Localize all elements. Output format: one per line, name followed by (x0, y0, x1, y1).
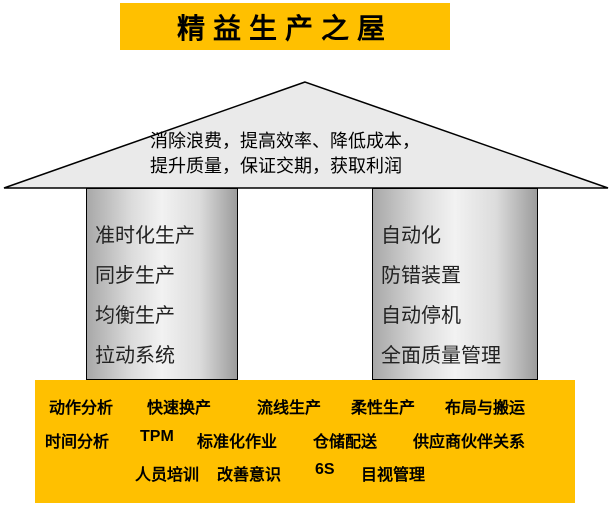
pillar-item: 均衡生产 (95, 303, 175, 327)
pillar-jidoka: 自动化 防错装置 自动停机 全面质量管理 (372, 188, 538, 380)
foundation-item: 供应商伙伴关系 (413, 432, 526, 451)
title-banner: 精益生产之屋 (120, 3, 450, 50)
foundation-item: 柔性生产 (351, 398, 416, 417)
foundation-item: 动作分析 (49, 398, 114, 417)
pillar-item: 自动停机 (381, 303, 461, 327)
foundation-item: 布局与搬运 (445, 398, 526, 417)
pillar-item: 自动化 (381, 223, 441, 247)
foundation-item: 仓储配送 (313, 432, 378, 451)
pillar-item: 全面质量管理 (381, 343, 501, 367)
roof-triangle (3, 81, 609, 189)
foundation-item: 快速换产 (147, 398, 212, 417)
pillar-item: 同步生产 (95, 263, 175, 287)
foundation-item: 目视管理 (361, 465, 426, 484)
roof-goal-line-1: 消除浪费，提高效率、降低成本， (150, 131, 420, 152)
foundation-item: 流线生产 (257, 398, 322, 417)
pillar-jit: 准时化生产 同步生产 均衡生产 拉动系统 (86, 188, 238, 380)
pillar-item: 拉动系统 (95, 343, 175, 367)
foundation-item: 标准化作业 (197, 432, 278, 451)
foundation-item: 人员培训 (135, 465, 200, 484)
foundation-block: 动作分析 快速换产 流线生产 柔性生产 布局与搬运 时间分析 TPM 标准化作业… (35, 380, 575, 503)
pillar-item: 防错装置 (381, 263, 461, 287)
foundation-item: 改善意识 (217, 465, 282, 484)
roof-goal-line-2: 提升质量，保证交期，获取利润 (150, 156, 402, 177)
diagram-title: 精益生产之屋 (176, 11, 393, 45)
roof-goals: 消除浪费，提高效率、降低成本， 提升质量，保证交期，获取利润 (150, 129, 470, 179)
foundation-item: 时间分析 (45, 432, 110, 451)
foundation-item: TPM (140, 428, 174, 445)
pillar-item: 准时化生产 (95, 223, 195, 247)
foundation-item: 6S (315, 461, 335, 478)
